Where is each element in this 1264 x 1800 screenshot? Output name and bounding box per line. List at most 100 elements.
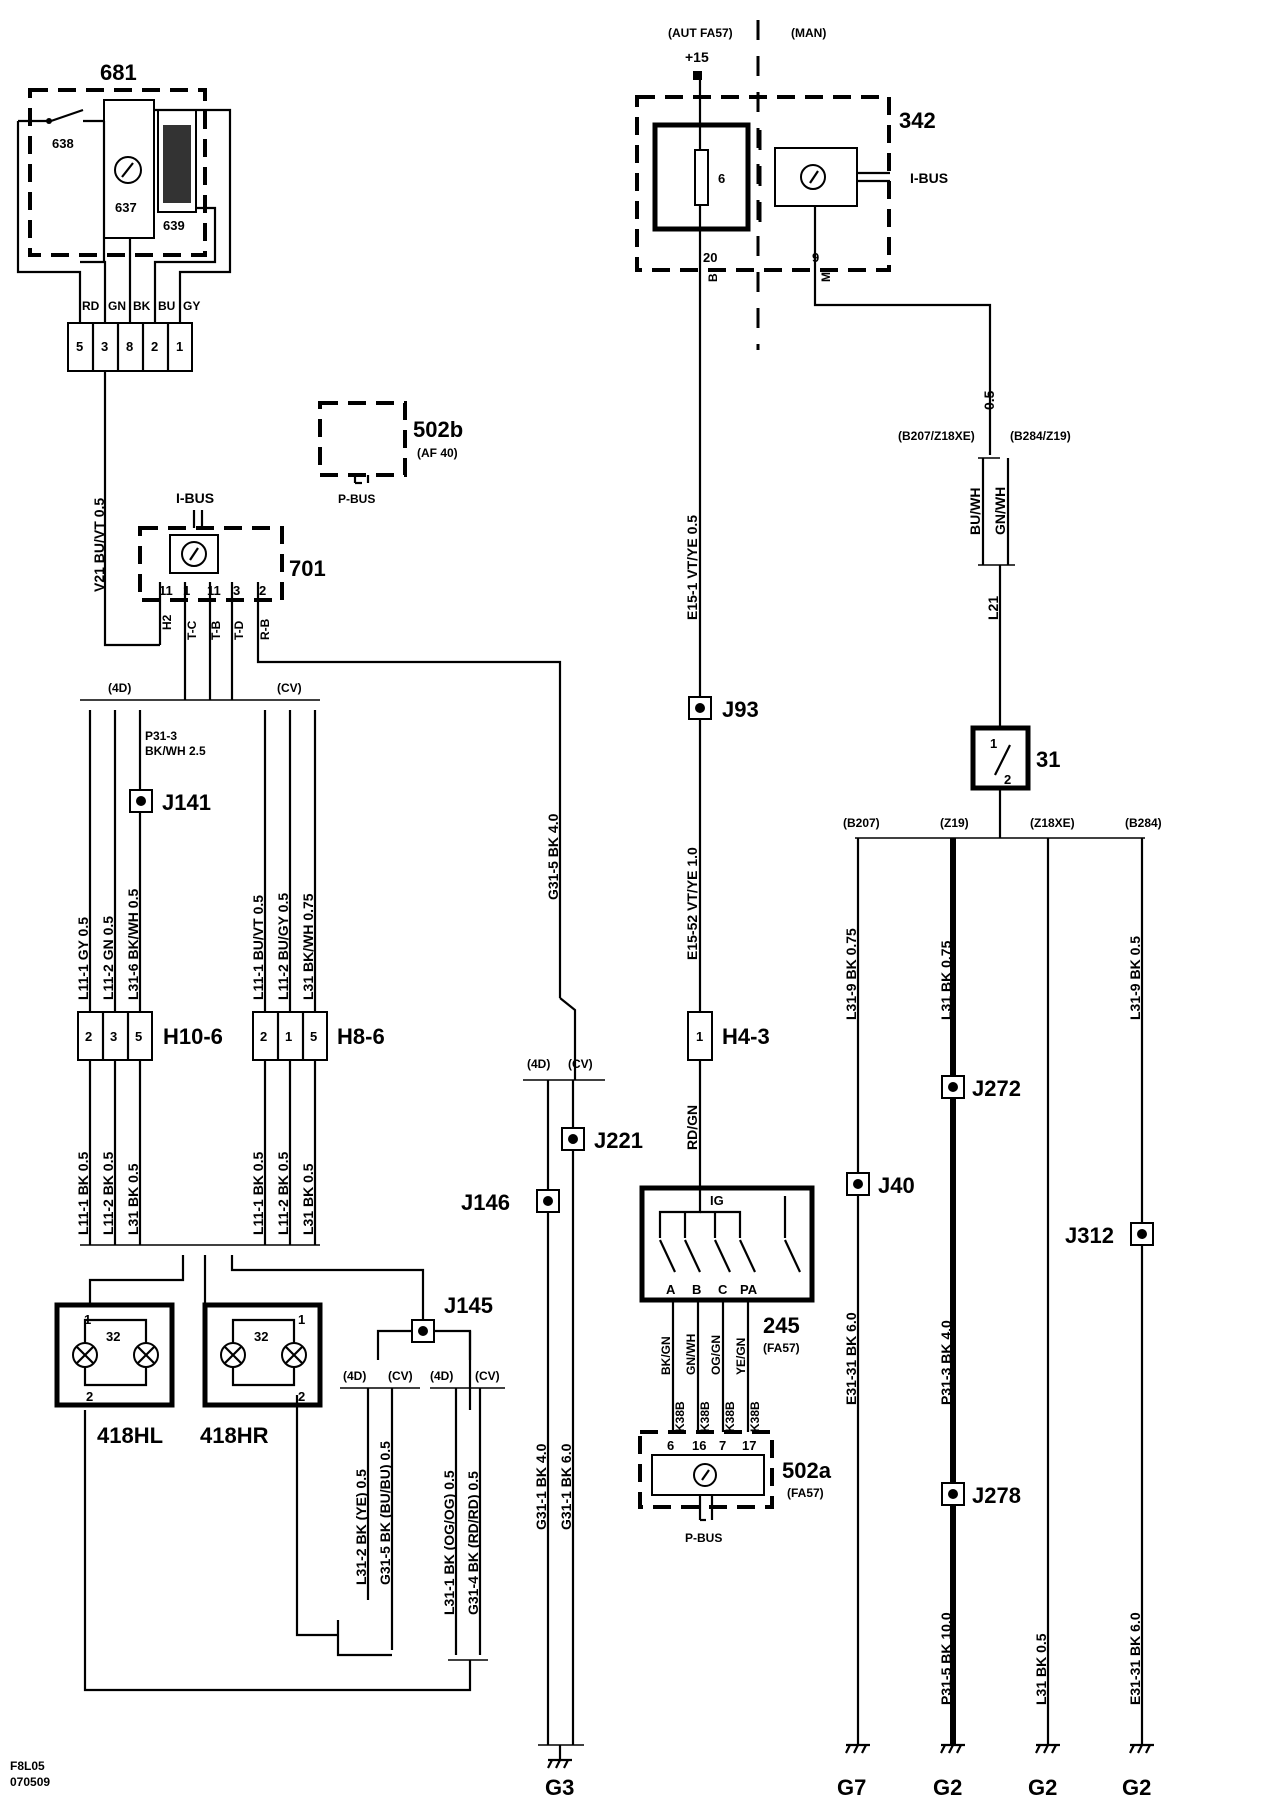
junction-j93: J93 <box>688 696 759 722</box>
component-502b-sublabel: (AF 40) <box>417 446 458 460</box>
h43-pin-1: 1 <box>696 1029 703 1044</box>
junction-j141-label: J141 <box>162 790 211 815</box>
pos-c: C <box>718 1282 728 1297</box>
connector-h4-3-label: H4-3 <box>722 1024 770 1049</box>
connector-h8-6-label: H8-6 <box>337 1024 385 1049</box>
ground-g3: G3 <box>545 1758 574 1800</box>
wire-l11-2-gn: L11-2 GN 0.5 <box>100 916 116 1000</box>
pin-502a-7: 7 <box>719 1438 726 1453</box>
wire-l31-bk-075: L31 BK 0.75 <box>938 940 954 1020</box>
wire-g31-1-40: G31-1 BK 4.0 <box>533 1443 549 1530</box>
code-b: B <box>706 273 720 282</box>
pin-701-2: 2 <box>259 583 266 598</box>
ground-g2-b: G2 <box>1028 1743 1060 1800</box>
variant-man: (MAN) <box>791 26 826 40</box>
supply-plus15-label: +15 <box>685 49 709 65</box>
connector-h10-6-label: H10-6 <box>163 1024 223 1049</box>
junction-j145: J145 <box>376 1293 493 1410</box>
wire-p31-3-40: P31-3 BK 4.0 <box>938 1320 954 1405</box>
connector-h4-3: 1 H4-3 <box>687 1011 770 1061</box>
pin-701-1: 1 <box>183 583 190 598</box>
pin-701-3: 3 <box>233 583 240 598</box>
variant-cv-j145a: (CV) <box>388 1369 413 1383</box>
component-342-label: 342 <box>899 108 936 133</box>
junction-j40-label: J40 <box>878 1173 915 1198</box>
heater-element-icon <box>163 125 191 203</box>
pos-pa: PA <box>740 1282 758 1297</box>
pin-5: 5 <box>76 339 83 354</box>
wire-oggn: OG/GN <box>709 1335 723 1375</box>
wire-rdgn: RD/GN <box>684 1105 700 1150</box>
component-502a: 6 16 7 17 502a (FA57) P-BUS <box>638 1430 832 1545</box>
wire-l31-bk-05: L31 BK 0.5 <box>1033 1633 1049 1705</box>
pin-502a-17: 17 <box>742 1438 756 1453</box>
junction-j312: J312 <box>1065 1222 1154 1248</box>
wire-yegn: YE/GN <box>734 1338 748 1375</box>
component-502a-sublabel: (FA57) <box>787 1486 824 1500</box>
footer-date: 070509 <box>10 1775 50 1789</box>
component-681: 681 637 639 638 <box>16 60 232 325</box>
wire-l21: L21 <box>985 596 1001 620</box>
variant-cv-g3: (CV) <box>568 1057 593 1071</box>
component-245-label: 245 <box>763 1313 800 1338</box>
component-639-label: 639 <box>163 218 185 233</box>
h10-pin-3: 3 <box>110 1029 117 1044</box>
ground-g7-label: G7 <box>837 1775 866 1800</box>
wire-g31-5: G31-5 BK 4.0 <box>545 813 561 900</box>
wire-l31-9-05: L31-9 BK 0.5 <box>1127 936 1143 1020</box>
code-k38b-1: K38B <box>673 1401 687 1432</box>
junction-j221: J221 <box>561 1127 643 1153</box>
gauge-icon <box>181 541 207 567</box>
wire-gnwh: GN/WH <box>684 1334 698 1375</box>
junction-j145-label: J145 <box>444 1293 493 1318</box>
component-502b-bus-label: P-BUS <box>338 492 375 506</box>
wire-e31-31-g2: E31-31 BK 6.0 <box>1127 1612 1143 1705</box>
wire-gnwh-l21: GN/WH <box>992 487 1008 535</box>
footer-code: F8L05 <box>10 1759 45 1773</box>
wire-v21 <box>103 371 160 647</box>
component-637-label: 637 <box>115 200 137 215</box>
fuse-6-label: 6 <box>718 171 725 186</box>
switch-31-pin-2: 2 <box>1004 772 1011 787</box>
code-r-b: R-B <box>258 618 272 640</box>
lamp-418hl-label: 418HL <box>97 1423 163 1448</box>
component-681-label: 681 <box>100 60 137 85</box>
wire-color-gn: GN <box>108 299 126 313</box>
junction-j146-label: J146 <box>461 1190 510 1215</box>
lamp-pin-1: 1 <box>298 1312 305 1327</box>
variant-4d-j145b: (4D) <box>430 1369 453 1383</box>
wire-buwh: BU/WH <box>967 488 983 535</box>
lamp-pin-1: 1 <box>84 1312 91 1327</box>
junction-j278-label: J278 <box>972 1483 1021 1508</box>
code-k38b-3: K38B <box>723 1401 737 1432</box>
component-245: IG A B C PA 245 (FA57) <box>639 1185 815 1355</box>
junction-j278: J278 <box>941 1482 1021 1508</box>
wire-l31-9-075: L31-9 BK 0.75 <box>843 928 859 1020</box>
component-502b: 502b (AF 40) P-BUS <box>318 401 463 506</box>
gauge-icon <box>693 1463 717 1487</box>
code-t-d: T-D <box>232 620 246 640</box>
h10-pin-2: 2 <box>85 1029 92 1044</box>
wire-color-bk: BK <box>133 299 151 313</box>
wire-l11-2-bugy: L11-2 BU/GY 0.5 <box>275 893 291 1000</box>
wire-l31-2-ye: L31-2 BK (YE) 0.5 <box>353 1469 369 1585</box>
code-t-b: T-B <box>209 620 223 640</box>
pin-502a-16: 16 <box>692 1438 706 1453</box>
wire-color-rd: RD <box>82 299 100 313</box>
variant-aut-fa57: (AUT FA57) <box>668 26 733 40</box>
lamp-418hr-label: 418HR <box>200 1423 269 1448</box>
component-701-label: 701 <box>289 556 326 581</box>
wire-l31-bk-right: L31 BK 0.5 <box>300 1163 316 1235</box>
ground-g2-a: G2 <box>933 1743 965 1800</box>
component-638-label: 638 <box>52 136 74 151</box>
component-701: I-BUS 701 11 1 11 3 2 H2 T-C T-B T-D R-B <box>138 490 562 998</box>
wire-l31-6: L31-6 BK/WH 0.5 <box>125 889 141 1000</box>
switch-638-icon <box>50 108 84 123</box>
gauge-icon <box>114 156 142 184</box>
wire-e15-52: E15-52 VT/YE 1.0 <box>684 847 700 960</box>
junction-j146: J146 <box>461 1189 560 1215</box>
ignition-ig-label: IG <box>710 1193 724 1208</box>
wire-e31-31-g7: E31-31 BK 6.0 <box>843 1312 859 1405</box>
junction-j40: J40 <box>846 1172 915 1198</box>
pin-342-20: 20 <box>703 250 717 265</box>
